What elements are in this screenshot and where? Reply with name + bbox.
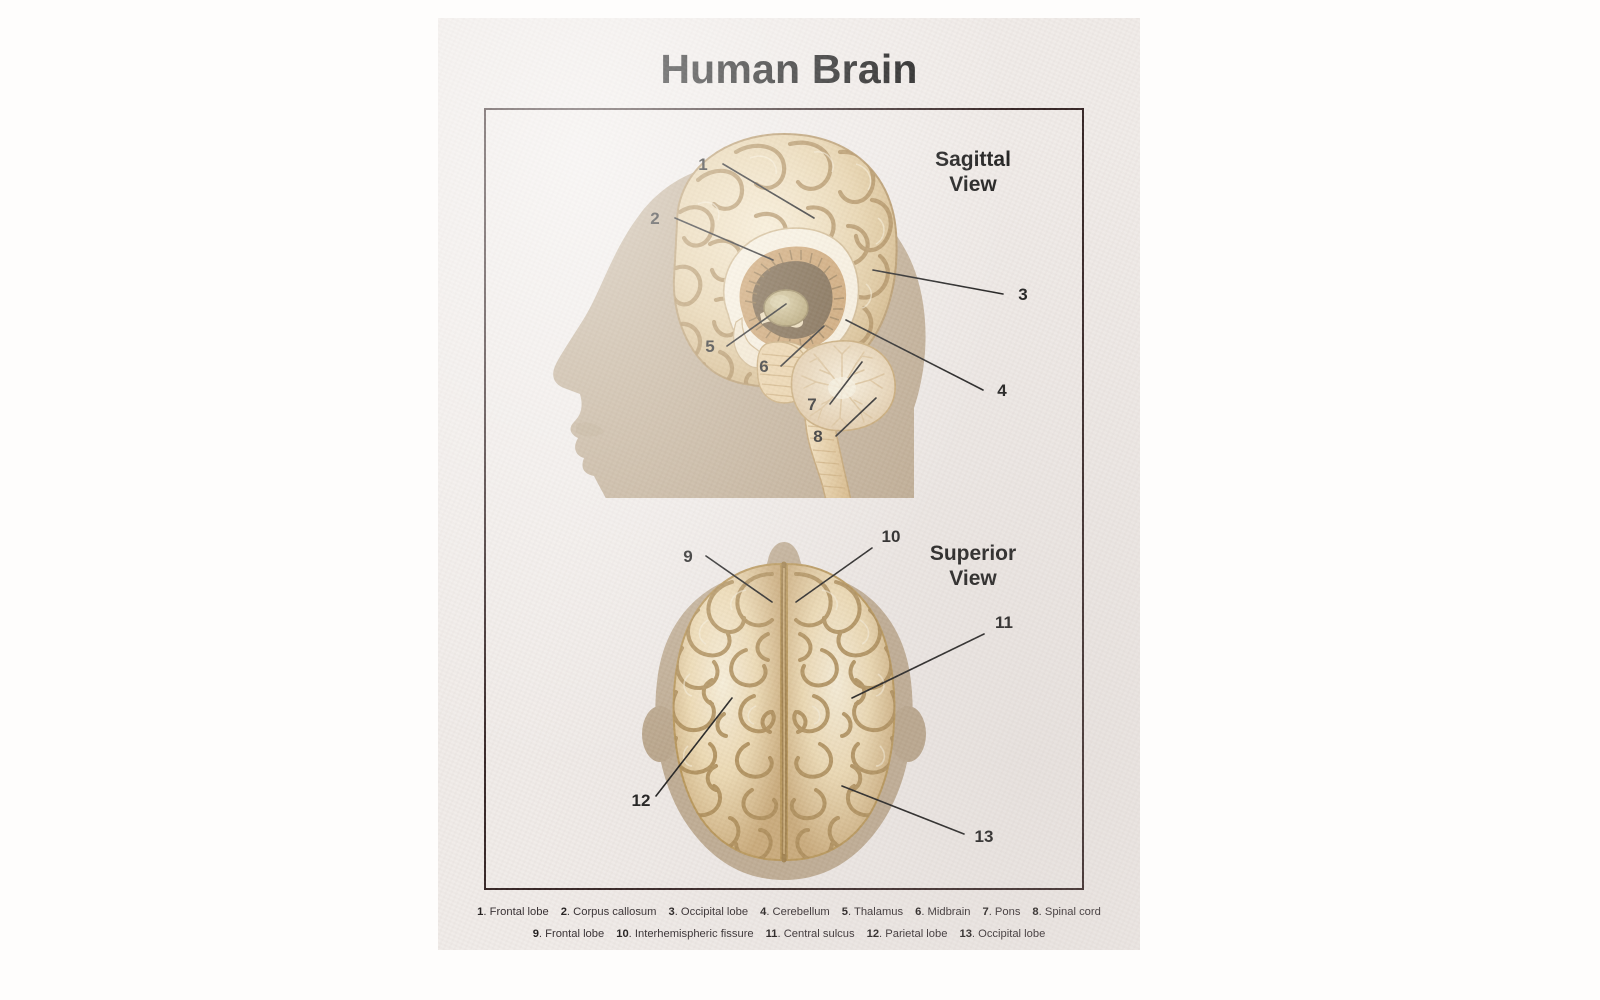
content-frame [484,108,1084,890]
callout-group-superior: 9 10 11 12 13 [632,527,1013,846]
legend-item: 2. Corpus callosum [561,906,657,918]
legend-item-number: 13 [959,927,972,940]
legend-item: 10. Interhemispheric fissure [616,928,753,940]
legend-item-label: . Frontal lobe [538,927,605,940]
legend-item: 11. Central sulcus [766,928,855,940]
legend-item: 13. Occipital lobe [959,928,1045,940]
legend-item-label: . Cerebellum [766,906,830,918]
callout-number-12: 12 [632,791,651,810]
sagittal-view-label-line1: Sagittal [935,148,1011,171]
legend-item-label: . Occipital lobe [971,927,1046,940]
legend-item-label: . Frontal lobe [483,906,549,918]
legend-item-number: 12 [866,927,880,940]
callout-number-13: 13 [975,827,994,846]
legend-item-label: . Interhemispheric fissure [628,927,754,940]
legend-item-number: 4 [760,906,767,918]
callout-number-1: 1 [698,155,707,174]
legend-item: 1. Frontal lobe [477,906,549,918]
thalamus [763,289,809,327]
legend-item-label: . Central sulcus [777,927,855,940]
callout-number-3: 3 [1018,285,1027,304]
legend-item-number: 5 [841,906,848,918]
callout-number-2: 2 [650,209,659,228]
legend-item-label: . Occipital lobe [674,906,749,918]
superior-view-illustration: 9 10 11 12 13 [632,527,1013,880]
superior-view-label: Superior View [893,542,1053,591]
legend-item-number: 6 [915,906,922,918]
callout-number-6: 6 [759,357,768,376]
legend-item-number: 8 [1032,906,1039,918]
legend-item-label: . Pons [988,906,1021,918]
superior-view-label-line2: View [949,566,997,590]
legend-item-number: 9 [532,927,539,940]
legend-item: 3. Occipital lobe [668,906,748,918]
callout-group-sagittal: 1 2 3 4 5 6 7 8 [650,155,1027,446]
legend-item: 7. Pons [982,906,1020,918]
callout-number-5: 5 [705,337,714,356]
callout-number-7: 7 [807,395,816,414]
legend-item-number: 7 [982,906,989,918]
sagittal-view-illustration: 1 2 3 4 5 6 7 8 [553,132,1028,498]
superior-view-label-line1: Superior [929,542,1017,565]
legend-row-1: 1. Frontal lobe 2. Corpus callosum 3. Occi… [438,902,1140,924]
legend-item-label: . Parietal lobe [879,927,948,940]
legend-row-2: 9. Frontal lobe 10. Interhemispheric fiss… [438,924,1140,946]
legend-item-number: 2 [560,906,567,918]
legend-item-label: . Thalamus [847,906,904,918]
interhemispheric-fissure [780,561,788,863]
left-hemisphere [672,562,782,862]
callout-number-4: 4 [997,381,1007,400]
legend-item-number: 11 [765,927,778,940]
poster-canvas: Human Brain [438,18,1140,950]
legend-item: 5. Thalamus [842,906,903,918]
sagittal-view-label: Sagittal View [893,148,1053,197]
legend-item-label: . Spinal cord [1038,906,1101,918]
legend-item: 12. Parietal lobe [867,928,948,940]
legend-item-label: . Midbrain [921,906,971,918]
legend-item: 4. Cerebellum [760,906,830,918]
page-title: Human Brain [660,46,918,92]
legend-item-label: . Corpus callosum [566,906,657,918]
legend-item-number: 3 [668,906,675,918]
callout-number-11: 11 [995,613,1013,632]
sagittal-view-label-line2: View [949,172,997,196]
legend-item: 8. Spinal cord [1032,906,1100,918]
legend-item-number: 10 [616,927,629,940]
callout-number-9: 9 [683,547,692,566]
legend-item-number: 1 [477,906,484,918]
callout-number-8: 8 [813,427,822,446]
legend-item: 9. Frontal lobe [533,928,605,940]
legend-item: 6. Midbrain [915,906,970,918]
callout-number-10: 10 [882,527,901,546]
